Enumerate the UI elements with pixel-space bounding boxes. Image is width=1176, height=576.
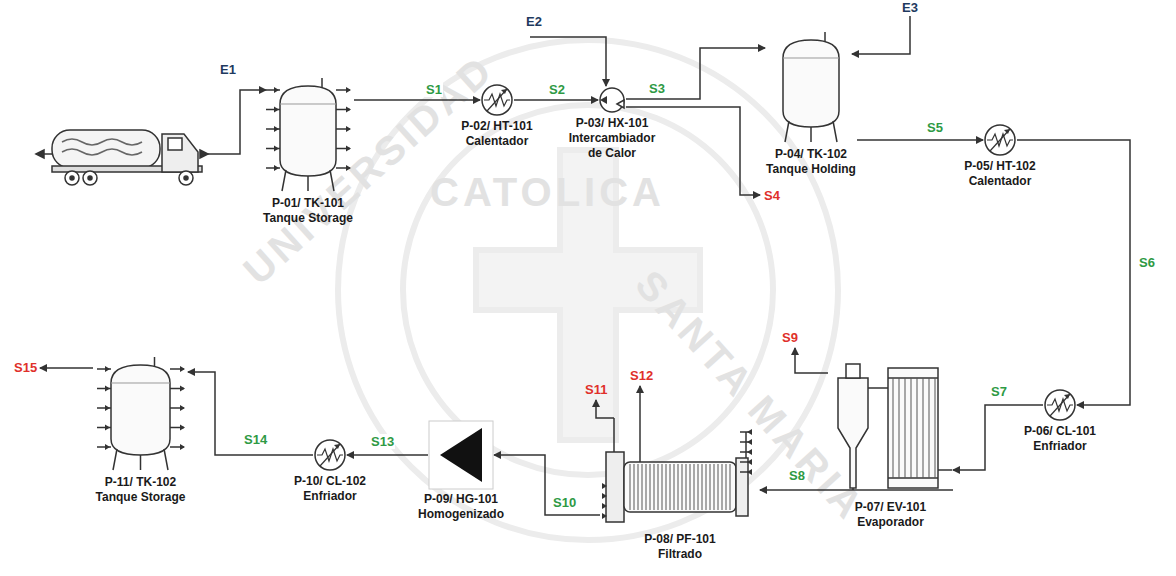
stream-line [208,90,266,154]
equipment-symbol [983,123,1017,157]
equipment-node: P-07/ EV-101 Evaporador [828,338,953,498]
stream-label: S15 [14,360,37,375]
equipment-label: P-08/ PF-101 Filtrado [630,532,730,562]
equipment-label: P-07/ EV-101 Evaporador [841,500,941,530]
stream-connector [188,372,313,455]
equipment-node: P-03/ HX-101 Intercambiador de Calor [598,86,626,114]
equipment-symbol [828,338,953,498]
stream-label: S8 [788,468,806,483]
stream-label: E2 [526,14,542,29]
stream-connector [857,139,983,141]
equipment-label: P-04/ TK-102 Tanque Holding [761,147,861,177]
stream-line [639,386,641,412]
stream-label: S10 [552,495,577,510]
equipment-symbol [1043,388,1077,422]
equipment-node: P-08/ PF-101 Filtrado [600,412,760,530]
stream-connector [354,99,480,101]
equipment-label: P-03/ HX-101 Intercambiador de Calor [564,116,660,161]
stream-connector [760,489,828,491]
stream-label: S11 [585,382,607,397]
equipment-node: P-02/ HT-101 Calentador [480,83,514,117]
equipment-symbol [765,30,857,145]
equipment-node: P-01/ TK-101 Tanque Storage [262,76,354,194]
stream-connector [347,454,428,456]
stream-label: E1 [220,62,236,77]
stream-label: E3 [902,0,918,15]
stream-label: S12 [630,368,653,383]
stream-line [596,400,614,418]
stream-line [530,37,606,86]
open-streams [40,16,910,418]
stream-label: S7 [990,384,1008,399]
stream-connector [494,455,600,515]
equipment-label: P-02/ HT-101 Calentador [447,119,547,149]
equipment-label: P-01/ TK-101 Tanque Storage [258,196,358,226]
stream-label: S5 [926,120,944,135]
stream-label: S6 [1138,255,1156,270]
equipment-label: P-10/ CL-102 Enfriador [280,474,380,504]
equipment-node: P-06/ CL-101 Enfriador [1043,388,1077,422]
stream-label: S2 [548,82,566,97]
stream-connector [626,48,765,99]
equipment-symbol [313,438,347,472]
stream-label: S9 [782,330,798,345]
equipment-node: P-11/ TK-102 Tanque Storage [93,355,188,473]
stream-line [852,16,910,54]
equipment-label: P-05/ HT-102 Calentador [950,159,1050,189]
equipment-symbol [428,420,494,490]
equipment-node: P-04/ TK-102 Tanque Holding [765,30,857,145]
milk-truck [36,130,208,185]
stream-connector [514,99,598,101]
equipment-symbol [93,355,188,473]
equipment-node: P-05/ HT-102 Calentador [983,123,1017,157]
equipment-symbol [600,412,760,530]
equipment-node: P-10/ CL-102 Enfriador [313,438,347,472]
equipment-label: P-06/ CL-101 Enfriador [1010,424,1110,454]
stream-label: S1 [425,82,443,97]
watermark-text: CATOLICA [430,170,665,215]
equipment-node: P-09/ HG-101 Homogenizado [428,420,494,490]
equipment-symbol [262,76,354,194]
stream-label: S13 [370,434,395,449]
stream-label: S14 [243,432,268,447]
stream-connector [1017,140,1130,405]
stream-label: S4 [764,188,780,203]
equipment-symbol [598,86,626,114]
equipment-symbol [480,83,514,117]
equipment-label: P-09/ HG-101 Homogenizado [413,492,509,522]
stream-line [40,367,93,369]
stream-label: S3 [648,81,666,96]
equipment-label: P-11/ TK-102 Tanque Storage [86,475,196,505]
stream-line [795,348,828,373]
